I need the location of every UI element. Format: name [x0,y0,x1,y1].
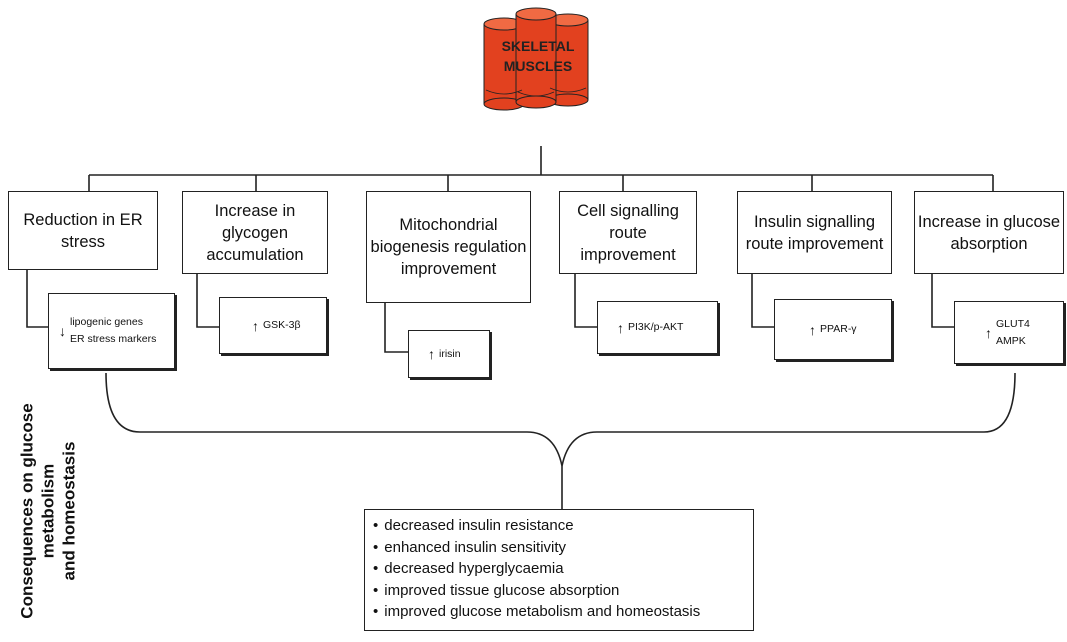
skeletal-muscles-title: SKELETAL MUSCLES [478,36,598,76]
marker-line-1: GLUT4 [996,317,1030,330]
marker-text: PPAR-γ [820,323,857,335]
down-arrow-icon: ↓ [59,323,66,339]
outcome-item: improved glucose metabolism and homeosta… [373,601,745,623]
up-arrow-icon: ↑ [617,319,624,336]
side-label-line-2: metabolism [38,463,58,559]
up-arrow-icon: ↑ [809,321,816,338]
marker-line-1: lipogenic genes [70,316,143,328]
outcome-item: enhanced insulin sensitivity [373,537,745,559]
category-label: Cell signalling route improvement [577,201,679,264]
up-arrow-icon: ↑ [985,324,992,341]
marker-line-2: AMPK [996,334,1026,347]
consequences-label: Consequences on glucose metabolism and h… [0,383,95,638]
category-cell-signalling: Cell signalling route improvement [559,191,697,274]
category-glycogen: Increase in glycogen accumulation [182,191,328,274]
category-er-stress: Reduction in ER stress [8,191,158,270]
up-arrow-icon: ↑ [252,317,259,334]
marker-text: PI3K/p-AKT [628,321,684,333]
title-line-1: SKELETAL [501,38,575,54]
category-label: Increase in glucose absorption [917,212,1061,253]
marker-text: irisin [439,347,461,360]
category-glucose-absorption: Increase in glucose absorption [914,191,1064,274]
category-label: Mitochondrial biogenesis regulation impr… [370,216,527,278]
marker-text: GSK-3β [263,319,301,331]
up-arrow-icon: ↑ [428,346,435,362]
marker-er-stress: ↓ lipogenic genes ER stress markers [48,293,175,369]
marker-insulin-signalling: ↑ PPAR-γ [774,299,892,360]
category-label: Increase in glycogen accumulation [206,201,304,264]
category-insulin-signalling: Insulin signalling route improvement [737,191,892,274]
title-line-2: MUSCLES [503,58,573,74]
side-label-line-3: and homeostasis [59,441,79,581]
marker-glucose-absorption: ↑ GLUT4 AMPK [954,301,1064,364]
marker-cell-signalling: ↑ PI3K/p-AKT [597,301,718,354]
outcome-item: decreased insulin resistance [373,515,745,537]
marker-mito: ↑ irisin [408,330,490,378]
category-label: Reduction in ER stress [23,210,143,251]
category-label: Insulin signalling route improvement [745,212,884,253]
side-label-line-1: Consequences on glucose [17,403,37,619]
outcomes-box: decreased insulin resistance enhanced in… [364,509,754,631]
category-mitochondrial: Mitochondrial biogenesis regulation impr… [366,191,531,303]
marker-glycogen: ↑ GSK-3β [219,297,327,354]
outcome-item: decreased hyperglycaemia [373,558,745,580]
skeletal-muscle-icon [483,7,589,111]
marker-line-2: ER stress markers [70,333,157,345]
outcome-item: improved tissue glucose absorption [373,580,745,602]
